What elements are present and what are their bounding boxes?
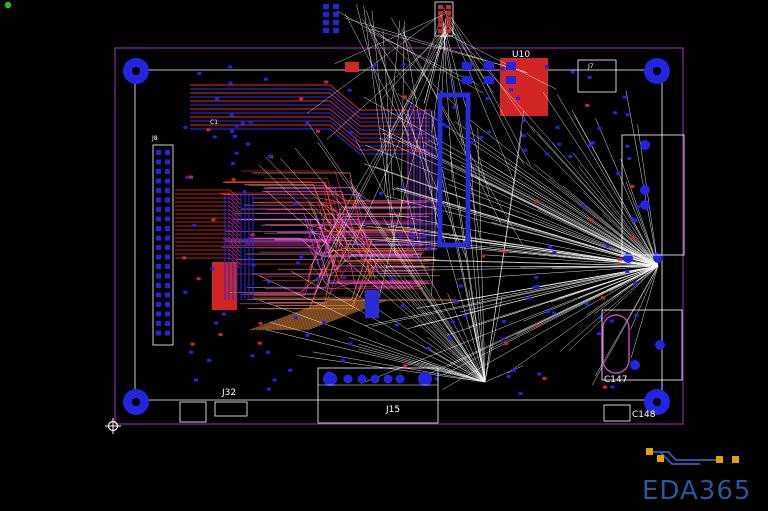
external-header-top[interactable]: [434, 1, 454, 37]
label-j32: J32: [221, 388, 236, 398]
connector-j32-body[interactable]: [214, 401, 248, 417]
brand-name: EDA365: [642, 476, 751, 506]
connector-right-mid[interactable]: [601, 309, 683, 381]
mounting-hole-tr[interactable]: [644, 58, 670, 84]
mounting-hole-tl[interactable]: [123, 58, 149, 84]
label-c147: C147: [604, 375, 627, 385]
brand-logo: EDA365: [642, 448, 751, 506]
connector-j15-body[interactable]: [317, 367, 439, 424]
bus-vertical-blue: [437, 92, 471, 248]
board-outline: [114, 47, 684, 425]
brand-circuit-icon: [646, 448, 739, 465]
label-j7: J7: [587, 63, 594, 70]
label-j8: J8: [151, 135, 158, 142]
label-u10: U10: [512, 50, 530, 60]
connector-right-top[interactable]: [621, 134, 685, 256]
component-c148-box[interactable]: [603, 404, 631, 422]
pad-layer: [156, 4, 665, 396]
mounting-hole-br[interactable]: [644, 389, 670, 415]
top-right-part[interactable]: [577, 59, 617, 93]
label-c148: C148: [632, 410, 656, 420]
status-indicator: [4, 1, 12, 9]
label-j15: J15: [385, 405, 400, 415]
connector-j8[interactable]: [152, 144, 174, 346]
copper-pour-top: [345, 62, 359, 72]
origin-crosshair[interactable]: [105, 418, 121, 434]
component-j32-aux[interactable]: [179, 401, 207, 423]
label-c1: C1: [210, 119, 218, 126]
mounting-hole-bl[interactable]: [123, 389, 149, 415]
